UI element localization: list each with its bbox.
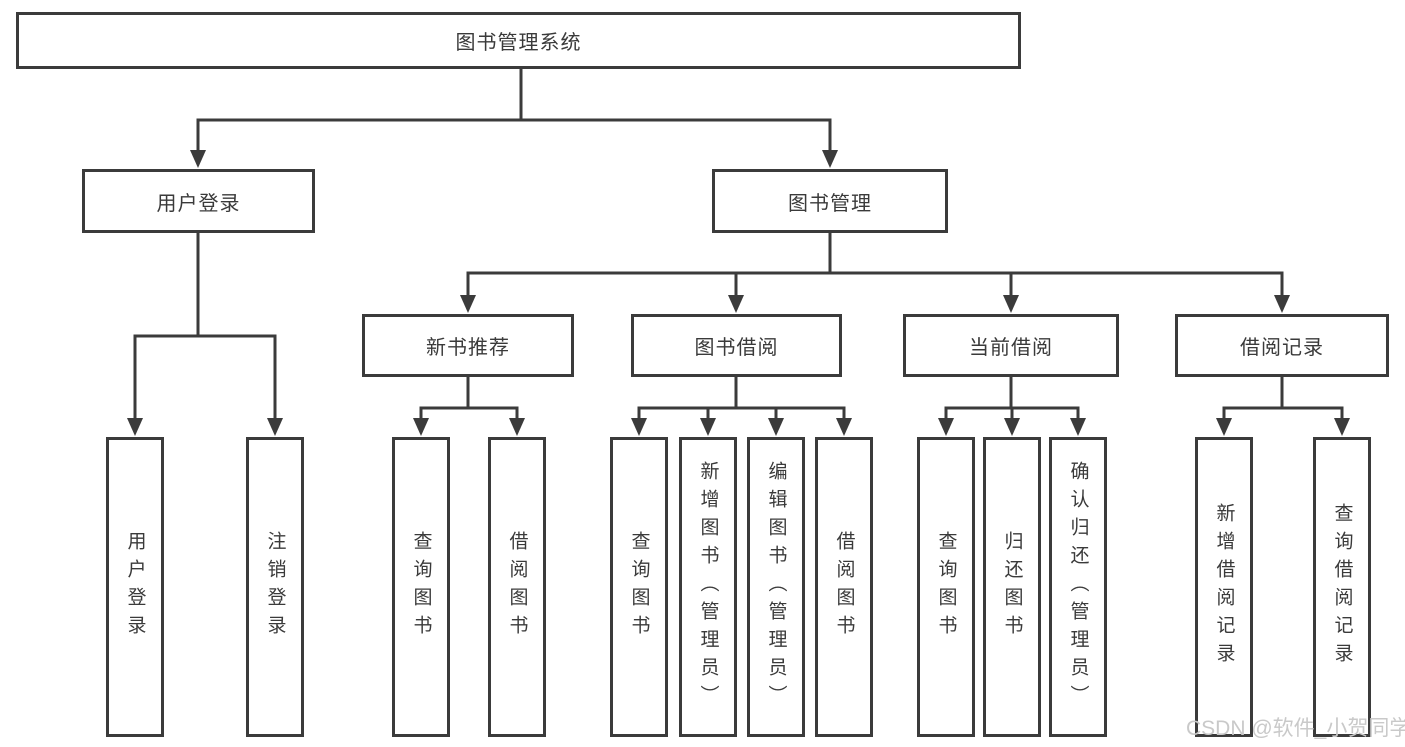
leaf-add-book-admin: 新增图书（管理员） bbox=[679, 437, 737, 737]
leaf-confirm-return-admin: 确认归还（管理员） bbox=[1049, 437, 1107, 737]
node-book-management: 图书管理 bbox=[712, 169, 948, 233]
leaf-query-books: 查询图书 bbox=[610, 437, 668, 737]
node-label: 查询图书 bbox=[410, 531, 432, 643]
node-current-borrowing: 当前借阅 bbox=[903, 314, 1119, 377]
leaf-query-books: 查询图书 bbox=[392, 437, 450, 737]
leaf-return-books: 归还图书 bbox=[983, 437, 1041, 737]
node-label: 图书管理系统 bbox=[455, 32, 582, 54]
node-label: 借阅记录 bbox=[1240, 337, 1324, 359]
node-label: 借阅图书 bbox=[833, 531, 855, 643]
node-new-book-recommendation: 新书推荐 bbox=[362, 314, 574, 377]
node-label: 用户登录 bbox=[124, 531, 146, 643]
node-borrowing-records: 借阅记录 bbox=[1175, 314, 1389, 377]
leaf-user-login: 用户登录 bbox=[106, 437, 164, 737]
leaf-query-borrow-record: 查询借阅记录 bbox=[1313, 437, 1371, 737]
node-label: 确认归还（管理员） bbox=[1067, 461, 1089, 713]
node-label: 图书管理 bbox=[788, 192, 872, 215]
node-label: 借阅图书 bbox=[506, 531, 528, 643]
leaf-add-borrow-record: 新增借阅记录 bbox=[1195, 437, 1253, 737]
node-label: 用户登录 bbox=[156, 192, 241, 215]
node-label: 图书借阅 bbox=[694, 337, 779, 359]
leaf-logout: 注销登录 bbox=[246, 437, 304, 737]
node-label: 新书推荐 bbox=[426, 337, 510, 359]
leaf-borrow-books: 借阅图书 bbox=[815, 437, 873, 737]
node-label: 编辑图书（管理员） bbox=[765, 461, 787, 713]
node-label: 新增图书（管理员） bbox=[697, 461, 719, 713]
node-book-borrowing: 图书借阅 bbox=[631, 314, 842, 377]
node-label: 查询图书 bbox=[935, 531, 957, 643]
node-user-login: 用户登录 bbox=[82, 169, 315, 233]
watermark: CSDN @软件_小贺同学 bbox=[1186, 717, 1405, 740]
leaf-edit-book-admin: 编辑图书（管理员） bbox=[747, 437, 805, 737]
leaf-query-books: 查询图书 bbox=[917, 437, 975, 737]
node-label: 查询图书 bbox=[628, 531, 650, 643]
node-label: 新增借阅记录 bbox=[1213, 503, 1235, 671]
node-library-system: 图书管理系统 bbox=[16, 12, 1021, 69]
node-label: 当前借阅 bbox=[969, 337, 1053, 359]
node-label: 注销登录 bbox=[264, 531, 286, 643]
node-label: 归还图书 bbox=[1001, 531, 1023, 643]
node-label: 查询借阅记录 bbox=[1331, 503, 1353, 671]
leaf-borrow-books: 借阅图书 bbox=[488, 437, 546, 737]
